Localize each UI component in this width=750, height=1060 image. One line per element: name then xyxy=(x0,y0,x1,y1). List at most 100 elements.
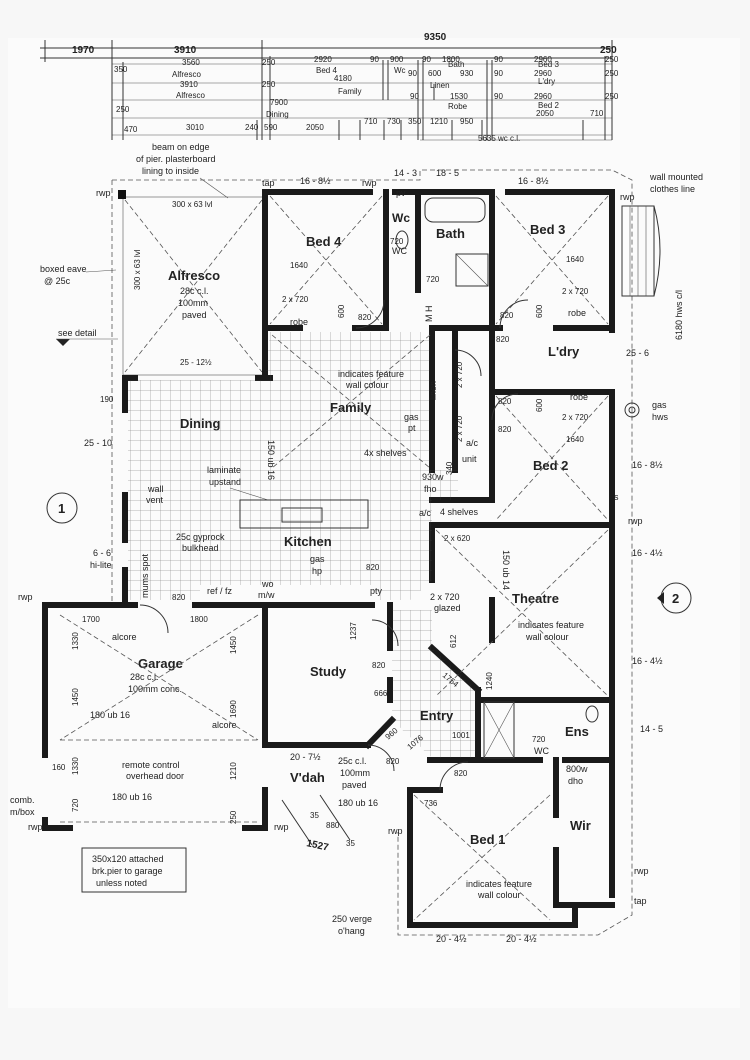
vdah-spec-2: 100mm xyxy=(340,768,370,778)
gas-hp-2: hp xyxy=(312,566,322,576)
room-bed4: Bed 4 xyxy=(306,234,342,249)
rwp-7: rwp xyxy=(274,822,289,832)
garage-lines xyxy=(59,614,259,823)
dim-7900: 7900 xyxy=(270,98,288,107)
dd-820-ldry2: 820 xyxy=(498,397,512,406)
shower xyxy=(455,253,489,287)
comb-1: comb. xyxy=(10,795,35,805)
see-detail-arrow xyxy=(56,339,70,346)
room-entry: Entry xyxy=(420,708,454,723)
bed1-feature-2: wall colour xyxy=(477,890,521,900)
dim-250f: 250 xyxy=(605,92,619,101)
shelves-4x: 4x shelves xyxy=(364,448,407,458)
dim-470: 470 xyxy=(124,125,138,134)
dd-2x720-b4: 2 x 720 xyxy=(282,295,309,304)
level-bottom-2: 20 - 4½ xyxy=(506,934,537,944)
dim-90d: 90 xyxy=(408,69,417,78)
dim-2050: 2050 xyxy=(306,123,324,132)
note-wall-mounted-1: wall mounted xyxy=(649,172,703,182)
wall-vent-2: vent xyxy=(146,495,164,505)
dd-720-bath: 720 xyxy=(426,275,440,284)
dd-720-ens: 720 xyxy=(532,735,546,744)
gas-pt-1: gas xyxy=(404,412,419,422)
family-feature-1: indicates feature xyxy=(338,369,404,379)
tap-1: tap xyxy=(262,178,275,188)
dim-3910b: 3910 xyxy=(180,80,198,89)
attached-2: brk.pier to garage xyxy=(92,866,163,876)
rwp-5: rwp xyxy=(18,592,33,602)
rwp-1: rwp xyxy=(96,188,111,198)
dd-340: 340 xyxy=(445,461,454,475)
linen: linen xyxy=(428,381,438,400)
dim-710b: 710 xyxy=(590,109,604,118)
note-beam-1: beam on edge xyxy=(152,142,210,152)
shelves-4: 4 shelves xyxy=(440,507,479,517)
dd-1330-b: 1330 xyxy=(71,757,80,775)
gas-hws-symbol xyxy=(624,402,640,418)
ub-150-a: 150 ub 16 xyxy=(266,440,276,480)
walls xyxy=(42,189,615,928)
dd-1450-b: 1450 xyxy=(71,688,80,706)
wc-toilet xyxy=(395,230,409,250)
alcore-2: alcore xyxy=(212,720,237,730)
dd-612: 612 xyxy=(449,634,458,648)
dim-900: 900 xyxy=(390,55,404,64)
dim-sub-alfresco2: Alfresco xyxy=(176,91,205,100)
level-right-3: 16 - 4½ xyxy=(632,656,663,666)
rwp-9: rwp xyxy=(634,866,649,876)
room-theatre: Theatre xyxy=(512,591,559,606)
dd-1240: 1240 xyxy=(485,672,494,690)
gas-hws-2: hws xyxy=(652,412,669,422)
note-beam-3: lining to inside xyxy=(142,166,199,176)
glazed-2: glazed xyxy=(434,603,461,613)
dim-sub-family: Family xyxy=(338,87,362,96)
gas-hws-1: gas xyxy=(652,400,667,410)
note-wall-mounted-2: clothes line xyxy=(650,184,695,194)
door-swings xyxy=(139,299,529,791)
dim-710: 710 xyxy=(364,117,378,126)
dim-4180: 4180 xyxy=(334,74,352,83)
level-bottom-1: 20 - 4½ xyxy=(436,934,467,944)
dim-90g: 90 xyxy=(494,92,503,101)
theatre-feature-1: indicates feature xyxy=(518,620,584,630)
garage-spec-1: 28c c.l. xyxy=(130,672,159,682)
rwp-2: rwp xyxy=(362,178,377,188)
dd-1001: 1001 xyxy=(452,731,470,740)
level-right-1: 16 - 8½ xyxy=(632,460,663,470)
dim-1530: 1530 xyxy=(450,92,468,101)
dim-730: 730 xyxy=(387,117,401,126)
dd-1640-b4: 1640 xyxy=(290,261,308,270)
dd-820-kit: 820 xyxy=(366,563,380,572)
tap-2: tap xyxy=(634,896,647,906)
family-feature-2: wall colour xyxy=(345,380,389,390)
section-marker-2-label: 2 xyxy=(672,591,679,606)
wo-2: m/w xyxy=(258,590,275,600)
dim-250d: 250 xyxy=(605,69,619,78)
dim-sub-ldry: L'dry xyxy=(538,77,555,86)
hilite-1: 6 - 6 xyxy=(93,548,111,558)
verge-2: o'hang xyxy=(338,926,365,936)
tiled-floor xyxy=(128,332,476,758)
dd-2x720-ln2: 2 x 720 xyxy=(455,415,464,442)
dim-90b: 90 xyxy=(422,55,431,64)
laminate-2: upstand xyxy=(209,477,241,487)
dho-2: dho xyxy=(568,776,583,786)
dim-3910: 3910 xyxy=(174,45,197,56)
room-notes: indicates feature wall colour indicates … xyxy=(90,246,669,900)
dimension-strings: 1970 3910 250 9350 350 3560 250 2920 90 … xyxy=(40,32,619,143)
dd-190: 190 xyxy=(100,395,114,404)
section-marker-1-label: 1 xyxy=(58,501,65,516)
dim-35a: 35 xyxy=(310,811,319,820)
room-wc: Wc xyxy=(392,211,410,225)
mums-spot: mums spot xyxy=(140,553,150,598)
dim-2050b: 2050 xyxy=(536,109,554,118)
level-right-2: 16 - 4½ xyxy=(632,548,663,558)
dim-2960b: 2960 xyxy=(534,69,552,78)
rwp-4: rwp xyxy=(628,516,643,526)
family-diagonal xyxy=(271,334,431,469)
attached-3: unless noted xyxy=(96,878,147,888)
dd-820-b2: 820 xyxy=(498,425,512,434)
rwp-8: rwp xyxy=(388,826,403,836)
alfresco-lvl-top: 300 x 63 lvl xyxy=(172,200,213,209)
